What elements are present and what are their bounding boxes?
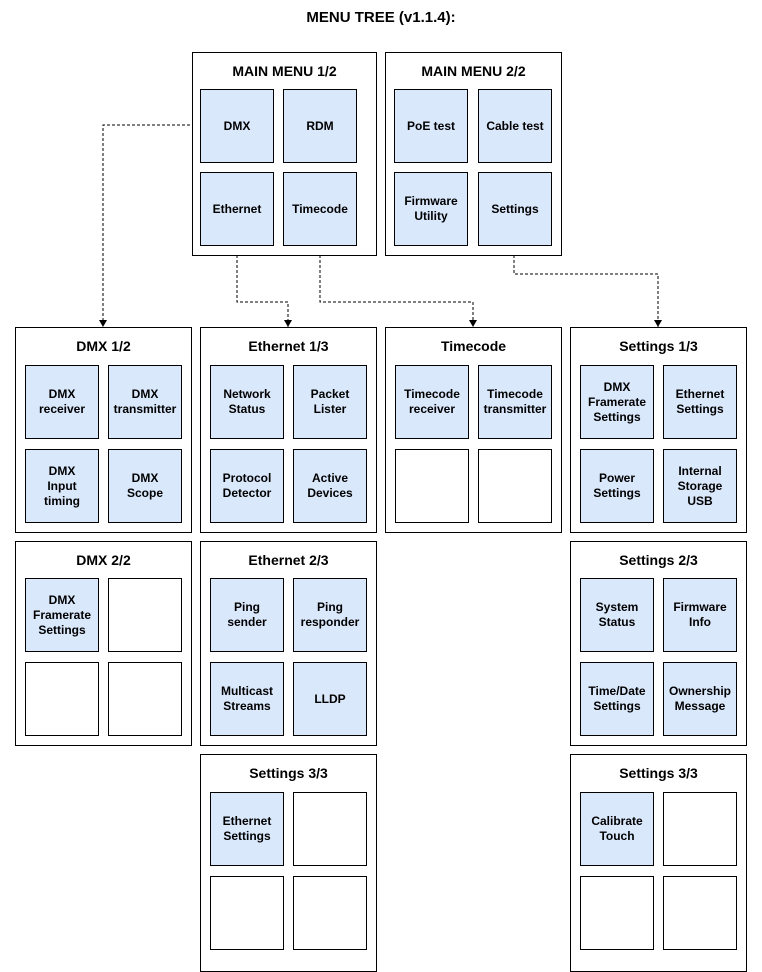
menu-item-ping-sender[interactable]: Ping sender	[210, 578, 284, 652]
panel-dmx-2: DMX 2/2 DMX Framerate Settings	[15, 541, 192, 746]
panel-ethernet-3: Settings 3/3 Ethernet Settings	[200, 754, 377, 972]
panel-settings-1: Settings 1/3 DMX Framerate Settings Ethe…	[570, 327, 747, 533]
panel-main-menu-2: MAIN MENU 2/2 PoE test Cable test Firmwa…	[385, 52, 562, 256]
panel-settings-3: Settings 3/3 Calibrate Touch	[570, 754, 747, 972]
panel-dmx-1: DMX 1/2 DMX receiver DMX transmitter DMX…	[15, 327, 192, 533]
menu-item-multicast-streams[interactable]: Multicast Streams	[210, 662, 284, 736]
menu-item-firmware-info[interactable]: Firmware Info	[663, 578, 737, 652]
menu-item-power-settings[interactable]: Power Settings	[580, 449, 654, 523]
menu-item-ownership-message[interactable]: Ownership Message	[663, 662, 737, 736]
menu-item-internal-storage-usb[interactable]: Internal Storage USB	[663, 449, 737, 523]
empty-slot	[663, 876, 737, 950]
empty-slot	[293, 792, 367, 866]
panel-title: Settings 1/3	[619, 338, 698, 354]
menu-item-protocol-detector[interactable]: Protocol Detector	[210, 449, 284, 523]
panel-main-menu-1: MAIN MENU 1/2 DMX RDM Ethernet Timecode	[192, 52, 377, 256]
menu-item-timecode[interactable]: Timecode	[283, 172, 357, 246]
empty-slot	[478, 449, 552, 523]
panel-title: Settings 3/3	[619, 765, 698, 781]
menu-item-time-date-settings[interactable]: Time/Date Settings	[580, 662, 654, 736]
panel-title: MAIN MENU 1/2	[232, 63, 337, 79]
menu-item-poe-test[interactable]: PoE test	[394, 89, 468, 163]
empty-slot	[210, 876, 284, 950]
menu-item-dmx-scope[interactable]: DMX Scope	[108, 449, 182, 523]
empty-slot	[293, 876, 367, 950]
menu-item-active-devices[interactable]: Active Devices	[293, 449, 367, 523]
page-title: MENU TREE (v1.1.4):	[306, 9, 456, 26]
menu-item-ethernet[interactable]: Ethernet	[200, 172, 274, 246]
menu-item-timecode-receiver[interactable]: Timecode receiver	[395, 365, 469, 439]
panel-title: MAIN MENU 2/2	[421, 63, 526, 79]
panel-settings-2: Settings 2/3 System Status Firmware Info…	[570, 541, 747, 746]
menu-item-dmx-transmitter[interactable]: DMX transmitter	[108, 365, 182, 439]
menu-item-ethernet-settings[interactable]: Ethernet Settings	[663, 365, 737, 439]
connector-dmx	[99, 124, 200, 327]
menu-item-dmx-input-timing[interactable]: DMX Input timing	[25, 449, 99, 523]
menu-item-dmx-receiver[interactable]: DMX receiver	[25, 365, 99, 439]
panel-title: Timecode	[440, 338, 507, 354]
menu-item-cable-test[interactable]: Cable test	[478, 89, 552, 163]
menu-item-dmx-framerate-settings[interactable]: DMX Framerate Settings	[580, 365, 654, 439]
panel-ethernet-2: Ethernet 2/3 Ping sender Ping responder …	[200, 541, 377, 746]
menu-item-lldp[interactable]: LLDP	[293, 662, 367, 736]
empty-slot	[108, 578, 182, 652]
menu-item-calibrate-touch[interactable]: Calibrate Touch	[580, 792, 654, 866]
connector-settings	[513, 245, 662, 327]
empty-slot	[108, 662, 182, 736]
empty-slot	[25, 662, 99, 736]
menu-item-ping-responder[interactable]: Ping responder	[293, 578, 367, 652]
connector-timecode	[319, 245, 477, 327]
panel-title: Ethernet 1/3	[248, 338, 329, 354]
menu-item-packet-lister[interactable]: Packet Lister	[293, 365, 367, 439]
menu-item-rdm[interactable]: RDM	[283, 89, 357, 163]
panel-timecode: Timecode Timecode receiver Timecode tran…	[385, 327, 562, 533]
menu-item-settings[interactable]: Settings	[478, 172, 552, 246]
empty-slot	[663, 792, 737, 866]
menu-item-firmware-utility[interactable]: Firmware Utility	[394, 172, 468, 246]
panel-title: Settings 2/3	[619, 552, 698, 568]
menu-item-network-status[interactable]: Network Status	[210, 365, 284, 439]
menu-item-system-status[interactable]: System Status	[580, 578, 654, 652]
panel-ethernet-1: Ethernet 1/3 Network Status Packet Liste…	[200, 327, 377, 533]
menu-item-dmx[interactable]: DMX	[200, 89, 274, 163]
connector-ethernet	[236, 245, 292, 327]
empty-slot	[395, 449, 469, 523]
menu-item-ethernet-settings[interactable]: Ethernet Settings	[210, 792, 284, 866]
menu-item-dmx-framerate-settings[interactable]: DMX Framerate Settings	[25, 578, 99, 652]
menu-item-timecode-transmitter[interactable]: Timecode transmitter	[478, 365, 552, 439]
panel-title: Settings 3/3	[249, 765, 328, 781]
empty-slot	[580, 876, 654, 950]
panel-title: DMX 1/2	[76, 338, 131, 354]
panel-title: Ethernet 2/3	[248, 552, 329, 568]
panel-title: DMX 2/2	[76, 552, 131, 568]
